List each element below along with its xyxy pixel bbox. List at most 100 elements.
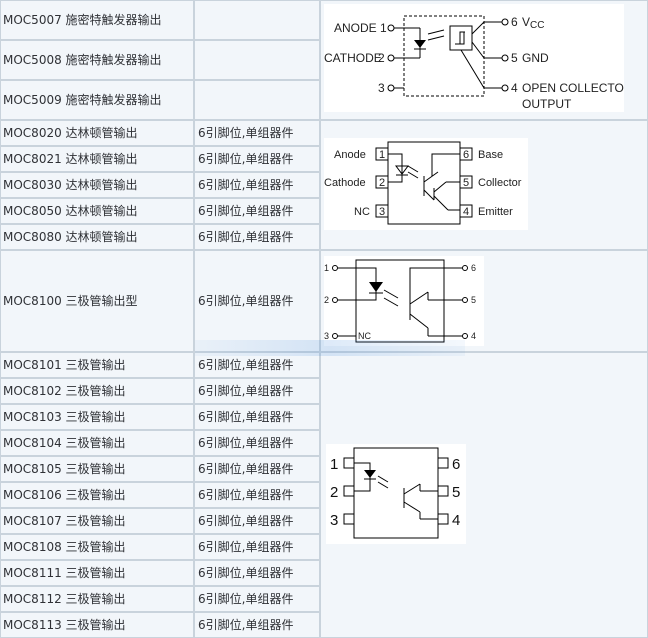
pin5-number: 5 — [511, 51, 518, 65]
pin2-number: 2 — [324, 295, 329, 305]
part-name-cell: MOC8050 达林顿管输出 — [0, 198, 194, 224]
part-name-cell: MOC8112 三极管输出 — [0, 586, 194, 612]
vcc-subscript: CC — [530, 20, 544, 31]
pin-info: 6引脚位,单组器件 — [198, 294, 294, 308]
part-name-cell: MOC8107 三极管输出 — [0, 508, 194, 534]
pin4-number: 4 — [471, 331, 476, 341]
part-name-cell: MOC5008 施密特触发器输出 — [0, 40, 194, 80]
darlington-pinout: Anode 1 Cathode 2 NC 3 6 Base 5 Collecto… — [324, 138, 528, 230]
part-name: MOC8104 三极管输出 — [3, 436, 126, 450]
pin-info-cell: 6引脚位,单组器件 — [194, 224, 320, 250]
diagram-cell-transistor-group: 1 2 3 6 5 4 — [320, 352, 648, 638]
pin-info: 6引脚位,单组器件 — [198, 178, 294, 192]
pin3-number: 3 — [378, 81, 385, 95]
darlington-pinout-svg: Anode 1 Cathode 2 NC 3 6 Base 5 Collecto… — [324, 141, 522, 225]
pin1-number: 1 — [380, 21, 387, 35]
part-name: MOC8080 达林顿管输出 — [3, 230, 138, 244]
pin3-number: 3 — [379, 206, 385, 218]
pin-info-cell: 6引脚位,单组器件 — [194, 430, 320, 456]
part-name-cell: MOC8108 三极管输出 — [0, 534, 194, 560]
pin-info-cell: 6引脚位,单组器件 — [194, 612, 320, 638]
cathode-label: Cathode — [324, 177, 366, 189]
pin-info: 6引脚位,单组器件 — [198, 384, 294, 398]
part-name-cell: MOC8104 三极管输出 — [0, 430, 194, 456]
cathode-label: CATHODE — [324, 51, 382, 65]
pin-info: 6引脚位,单组器件 — [198, 126, 294, 140]
anode-label: ANODE — [334, 21, 377, 35]
part-name: MOC8112 三极管输出 — [3, 592, 126, 606]
diagram-cell-darlington: Anode 1 Cathode 2 NC 3 6 Base 5 Collecto… — [320, 120, 648, 250]
part-name: MOC8111 三极管输出 — [3, 566, 126, 580]
part-name: MOC8113 三极管输出 — [3, 618, 126, 632]
pin2-number: 2 — [378, 51, 385, 65]
open-collector-label: OPEN COLLECTOR — [522, 81, 624, 95]
part-name-cell: MOC8106 三极管输出 — [0, 482, 194, 508]
vcc-label: V — [522, 15, 530, 29]
pin-info: 6引脚位,单组器件 — [198, 436, 294, 450]
pin2-number: 2 — [330, 484, 338, 501]
pin-info: 6引脚位,单组器件 — [198, 152, 294, 166]
part-name: MOC8108 三极管输出 — [3, 540, 126, 554]
part-name-cell: MOC5007 施密特触发器输出 — [0, 0, 194, 40]
part-name-cell: MOC8020 达林顿管输出 — [0, 120, 194, 146]
pin-info-cell: 6引脚位,单组器件 — [194, 172, 320, 198]
pin-info: 6引脚位,单组器件 — [198, 514, 294, 528]
gnd-label: GND — [522, 51, 549, 65]
pin-info-cell: 6引脚位,单组器件 — [194, 586, 320, 612]
pin-info: 6引脚位,单组器件 — [198, 358, 294, 372]
pin1-number: 1 — [330, 456, 338, 473]
schmitt-trigger-pinout: ANODE 1 CATHODE 2 3 6 V CC 5 GND 4 OPEN … — [324, 4, 633, 112]
part-name-cell: MOC8102 三极管输出 — [0, 378, 194, 404]
part-name-cell: MOC8030 达林顿管输出 — [0, 172, 194, 198]
part-name-cell: MOC8080 达林顿管输出 — [0, 224, 194, 250]
pin-info-cell: 6引脚位,单组器件 — [194, 534, 320, 560]
part-name: MOC8021 达林顿管输出 — [3, 152, 138, 166]
pin-info-cell: 6引脚位,单组器件 — [194, 404, 320, 430]
pin-info-cell — [194, 40, 320, 80]
part-name-cell: MOC8113 三极管输出 — [0, 612, 194, 638]
pin5-number: 5 — [452, 484, 460, 501]
part-name: MOC8106 三极管输出 — [3, 488, 126, 502]
part-name-cell: MOC8105 三极管输出 — [0, 456, 194, 482]
transistor-pinout-group: 1 2 3 6 5 4 — [326, 444, 466, 544]
moc8100-pinout-svg: 1 2 3 NC 6 5 4 — [324, 259, 476, 343]
anode-label: Anode — [334, 149, 366, 161]
part-name: MOC8105 三极管输出 — [3, 462, 126, 476]
pin3-number: 3 — [324, 331, 329, 341]
base-label: Base — [478, 149, 503, 161]
pin-info-cell: 6引脚位,单组器件 — [194, 560, 320, 586]
pin-info: 6引脚位,单组器件 — [198, 462, 294, 476]
pin-info-cell: 6引脚位,单组器件 — [194, 482, 320, 508]
part-name: MOC8100 三极管输出型 — [3, 294, 138, 308]
part-name: MOC5007 施密特触发器输出 — [3, 13, 162, 27]
pin-info: 6引脚位,单组器件 — [198, 592, 294, 606]
schmitt-pinout-svg: ANODE 1 CATHODE 2 3 6 V CC 5 GND 4 OPEN … — [324, 15, 633, 111]
collector-label: Collector — [478, 177, 522, 189]
part-name: MOC5009 施密特触发器输出 — [3, 93, 162, 107]
pin-info: 6引脚位,单组器件 — [198, 410, 294, 424]
pin-info-cell: 6引脚位,单组器件 — [194, 456, 320, 482]
part-name: MOC8102 三极管输出 — [3, 384, 126, 398]
part-name-cell: MOC8103 三极管输出 — [0, 404, 194, 430]
part-name-cell: MOC8101 三极管输出 — [0, 352, 194, 378]
pin2-number: 2 — [379, 177, 385, 189]
pin5-number: 5 — [463, 177, 469, 189]
pin3-number: 3 — [330, 512, 338, 529]
part-name: MOC8101 三极管输出 — [3, 358, 126, 372]
pin6-number: 6 — [511, 15, 518, 29]
pin-info-cell: 6引脚位,单组器件 — [194, 120, 320, 146]
output-label: OUTPUT — [522, 97, 572, 111]
pin-info: 6引脚位,单组器件 — [198, 488, 294, 502]
part-name-cell: MOC8021 达林顿管输出 — [0, 146, 194, 172]
pin-info-cell: 6引脚位,单组器件 — [194, 378, 320, 404]
pin-info-cell: 6引脚位,单组器件 — [194, 352, 320, 378]
pin-info-cell: 6引脚位,单组器件 — [194, 508, 320, 534]
pin-info-cell — [194, 80, 320, 120]
part-name: MOC5008 施密特触发器输出 — [3, 53, 162, 67]
pin-info: 6引脚位,单组器件 — [198, 566, 294, 580]
part-name-cell: MOC5009 施密特触发器输出 — [0, 80, 194, 120]
pin-info-cell: 6引脚位,单组器件 — [194, 198, 320, 224]
pin1-number: 1 — [324, 263, 329, 273]
part-name-cell: MOC8100 三极管输出型 — [0, 250, 194, 352]
transistor-group-pinout-svg: 1 2 3 6 5 4 — [330, 447, 460, 539]
